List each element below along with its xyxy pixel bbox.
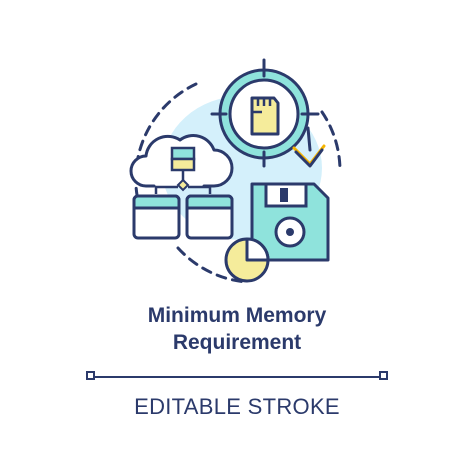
down-arrow-icon — [292, 126, 326, 168]
floppy-disk-icon — [250, 182, 330, 262]
editable-stroke-caption: EDITABLE STROKE — [134, 394, 340, 419]
pie-chart-icon — [224, 237, 270, 283]
server-icon — [154, 146, 212, 194]
title-line-1: Minimum Memory — [147, 304, 327, 327]
divider-line — [90, 376, 384, 378]
divider-handle-left — [86, 371, 95, 380]
title-line-2: Requirement — [172, 331, 302, 354]
divider-handle-right — [379, 371, 388, 380]
sd-card-icon — [250, 96, 280, 136]
target-crosshair-icon — [210, 58, 320, 168]
browser-window-icon — [132, 194, 234, 240]
